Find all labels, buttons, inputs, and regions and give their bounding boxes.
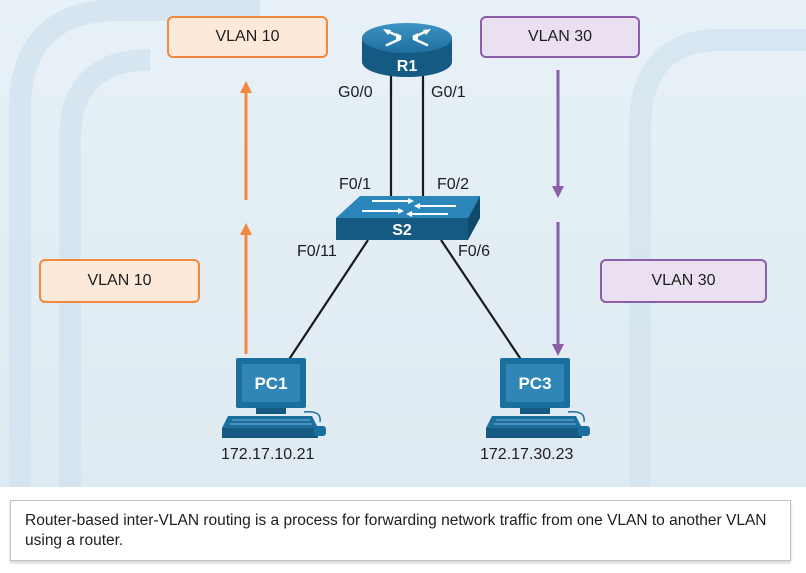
switch-port-f06: F0/6 [458,243,491,260]
switch-icon [336,196,480,240]
vlan30-box-top: VLAN 30 [480,16,640,58]
background-decoration [9,0,806,520]
pc3-label: PC3 [518,374,552,393]
switch-port-f011: F0/11 [297,243,337,260]
router-label: R1 [396,58,418,75]
pc1-label: PC1 [254,374,288,393]
vlan10-box-middle: VLAN 10 [39,259,200,303]
pc1-icon [222,358,326,438]
router-port-g00: G0/0 [338,84,373,101]
router-icon [362,23,452,77]
cable-s2-f011-to-pc1 [287,239,369,362]
switch-port-f02: F0/2 [437,176,470,193]
pc3-icon [486,358,590,438]
vlan10-box-top: VLAN 10 [167,16,328,58]
router-port-g01: G0/1 [431,84,466,101]
pc3-ip-address: 172.17.30.23 [480,446,574,463]
switch-port-f01: F0/1 [339,176,372,193]
pc1-ip-address: 172.17.10.21 [221,446,315,463]
switch-label: S2 [392,222,412,239]
cables [287,72,523,362]
vlan30-box-middle: VLAN 30 [600,259,767,303]
cable-s2-f06-to-pc3 [440,239,523,362]
caption-text: Router-based inter-VLAN routing is a pro… [10,500,791,561]
